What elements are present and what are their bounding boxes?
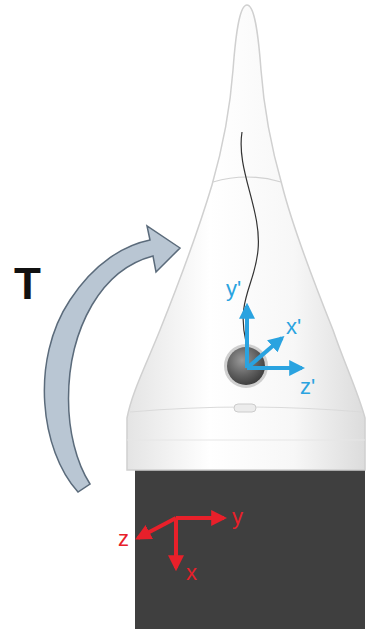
axis-label: x' xyxy=(286,316,301,338)
axis-label: y xyxy=(232,506,243,528)
base-axes xyxy=(138,518,224,568)
sensor-cable xyxy=(241,132,258,342)
axis-label: x xyxy=(186,562,197,584)
axis-label: z' xyxy=(300,376,315,398)
base-block xyxy=(135,470,365,629)
transform-label: T xyxy=(14,262,41,306)
probe-seam xyxy=(127,440,365,441)
probe-slot xyxy=(234,404,256,412)
sensor-axes xyxy=(247,306,302,368)
axis-label: z xyxy=(118,528,129,550)
transform-arrow xyxy=(44,226,180,492)
axis-label: y' xyxy=(226,278,241,300)
